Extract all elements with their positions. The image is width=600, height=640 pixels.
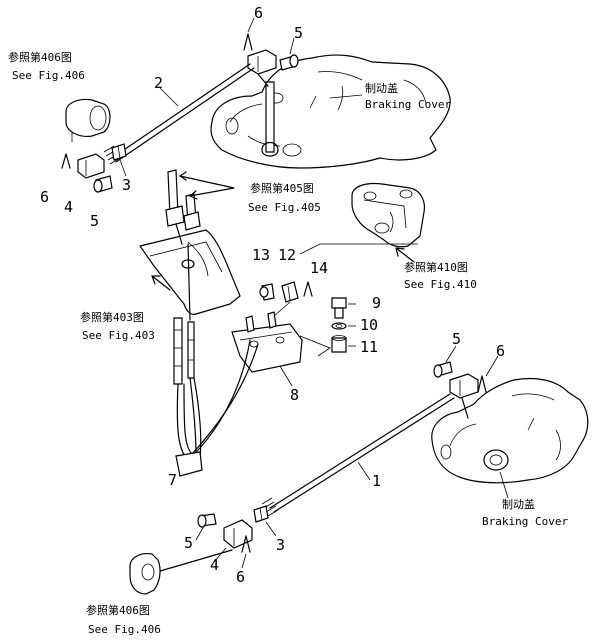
label-part-5-top-left: 5	[90, 212, 99, 230]
braking-cover-bottom	[431, 377, 589, 484]
pedal-bottom-left	[129, 553, 161, 595]
housing-fig403	[139, 229, 241, 321]
cover-bottom-en: Braking Cover	[482, 515, 568, 528]
ref-fig403-zh: 参照第403图	[80, 310, 144, 324]
label-part-4-top-left: 4	[64, 198, 73, 216]
label-part-9: 9	[372, 294, 381, 312]
label-part-2: 2	[154, 74, 163, 92]
pin-6-top-right-icon	[243, 33, 253, 51]
pin-6-bottom-left-icon	[241, 535, 251, 553]
clevis-4-top-left	[77, 153, 105, 179]
washer-10-icon	[331, 322, 347, 330]
ref-fig410-en: See Fig.410	[404, 278, 477, 291]
ref-fig406-bottom-zh: 参照第406图	[86, 603, 150, 617]
nut-11-icon	[331, 335, 347, 353]
bottom-right-clevis	[449, 373, 479, 419]
ref-fig406-bottom-en: See Fig.406	[88, 623, 161, 636]
label-part-6-bottom-right: 6	[496, 342, 505, 360]
bolt-9-icon	[331, 297, 347, 319]
fig405-parts	[165, 169, 201, 245]
label-part-8: 8	[290, 386, 299, 404]
label-part-12: 12	[278, 246, 296, 264]
label-part-13: 13	[252, 246, 270, 264]
rod-2	[103, 63, 255, 165]
pin-6-bottom-right-icon	[477, 375, 487, 393]
label-part-6-bottom-left: 6	[236, 568, 245, 586]
ref-fig403-en: See Fig.403	[82, 329, 155, 342]
bracket-fig410	[351, 182, 425, 248]
nut-3-bottom-icon	[253, 505, 269, 523]
bolt-5-top-right-icon	[279, 54, 299, 71]
label-part-4-bottom-left: 4	[210, 556, 219, 574]
pedal-top-left	[65, 98, 111, 142]
nut-3-top-icon	[111, 143, 127, 161]
ref-fig405-zh: 参照第405图	[250, 181, 314, 195]
label-part-5-bottom-left: 5	[184, 534, 193, 552]
label-part-7: 7	[168, 471, 177, 489]
label-part-6-top-right: 6	[254, 4, 263, 22]
bolt-13-icon	[259, 283, 275, 301]
label-part-14: 14	[310, 259, 328, 277]
bolt-5-top-left-icon	[93, 175, 113, 193]
cover-bottom-zh: 制动盖	[502, 497, 535, 511]
cover-top-zh: 制动盖	[365, 81, 398, 95]
label-part-5-bottom-right: 5	[452, 330, 461, 348]
rod-1	[261, 393, 455, 517]
cable-connectors	[173, 311, 277, 385]
label-part-5-top-right: 5	[294, 24, 303, 42]
cable-7	[175, 339, 259, 477]
ref-fig410-zh: 参照第410图	[404, 260, 468, 274]
label-part-3-bottom: 3	[276, 536, 285, 554]
braking-cover-top	[210, 54, 451, 169]
label-part-11: 11	[360, 338, 378, 356]
bolt-5-bottom-right-icon	[433, 361, 453, 378]
bolt-5-bottom-left-icon	[197, 513, 217, 528]
label-part-1: 1	[372, 472, 381, 490]
pin-6-top-left-icon	[61, 153, 71, 169]
pin-14-icon	[303, 281, 313, 297]
cover-top-en: Braking Cover	[365, 98, 451, 111]
ref-fig406-top-en: See Fig.406	[12, 69, 85, 82]
clevis-12	[281, 281, 299, 303]
ref-fig405-en: See Fig.405	[248, 201, 321, 214]
label-part-3-top: 3	[122, 176, 131, 194]
top-right-clevis	[247, 49, 277, 87]
ref-fig406-top-zh: 参照第406图	[8, 50, 72, 64]
label-part-6-top-left: 6	[40, 188, 49, 206]
label-part-10: 10	[360, 316, 378, 334]
bracket-8	[231, 323, 303, 373]
